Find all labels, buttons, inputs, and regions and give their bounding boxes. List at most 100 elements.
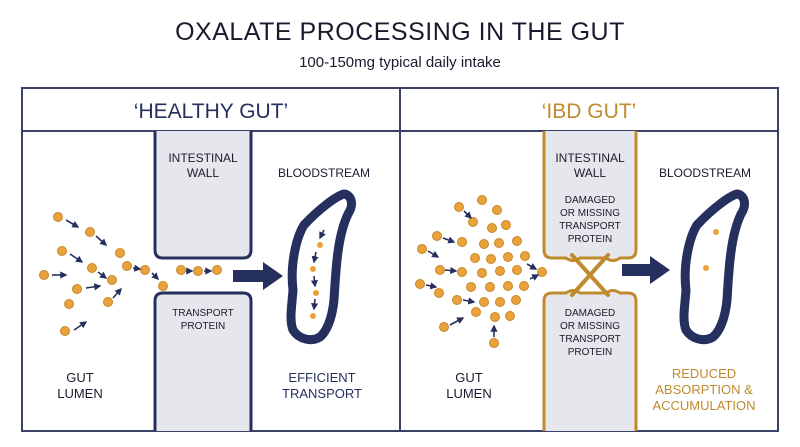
ibd-oxalate-particle xyxy=(479,239,489,249)
healthy-oxalate-particle xyxy=(158,281,168,291)
healthy-blood-label: BLOODSTREAM xyxy=(278,166,370,180)
ibd-oxalate-particle xyxy=(495,297,505,307)
ibd-damaged-top-3: TRANSPORT xyxy=(559,221,621,232)
healthy-oxalate-particle xyxy=(87,263,97,273)
healthy-oxalate-particle xyxy=(193,266,203,276)
ibd-result-label-2: ABSORPTION & xyxy=(655,382,753,397)
healthy-result-label-1: EFFICIENT xyxy=(288,370,355,385)
small-arrow xyxy=(132,264,142,272)
healthy-oxalate-particle xyxy=(103,297,113,307)
healthy-transport-label-2: PROTEIN xyxy=(181,321,225,332)
ibd-flow-arrow xyxy=(622,256,670,284)
ibd-oxalate-particle xyxy=(512,265,522,275)
ibd-damaged-top-2: OR MISSING xyxy=(560,208,620,219)
healthy-oxalate-particle xyxy=(176,265,186,275)
ibd-oxalate-particle xyxy=(490,312,500,322)
small-arrow xyxy=(526,263,538,270)
ibd-particles xyxy=(415,195,719,348)
blocked-x-icon xyxy=(570,253,610,297)
healthy-small-arrows xyxy=(52,219,326,331)
ibd-oxalate-particle xyxy=(501,220,511,230)
ibd-oxalate-particle xyxy=(519,281,529,291)
healthy-result-label-2: TRANSPORT xyxy=(282,386,362,401)
ibd-oxalate-particle xyxy=(485,282,495,292)
ibd-oxalate-particle xyxy=(457,237,467,247)
healthy-wall-upper xyxy=(153,131,253,260)
ibd-damaged-bottom-3: TRANSPORT xyxy=(559,334,621,345)
healthy-oxalate-particle xyxy=(115,248,125,258)
ibd-oxalate-particle xyxy=(503,252,513,262)
small-arrow xyxy=(310,275,319,288)
healthy-particles xyxy=(39,212,323,336)
ibd-lumen-label-1: GUT xyxy=(455,370,483,385)
ibd-oxalate-particle xyxy=(479,297,489,307)
small-arrow xyxy=(311,251,319,264)
ibd-blood-particle xyxy=(703,265,709,271)
ibd-damaged-top-4: PROTEIN xyxy=(568,234,612,245)
ibd-oxalate-particle xyxy=(477,195,487,205)
small-arrow xyxy=(463,210,473,220)
ibd-oxalate-particle xyxy=(454,202,464,212)
small-arrow xyxy=(73,321,88,331)
healthy-oxalate-particle xyxy=(60,326,70,336)
small-arrow xyxy=(449,317,465,326)
healthy-wall-lower xyxy=(153,291,253,431)
small-arrow xyxy=(85,283,102,291)
ibd-blood-vessel xyxy=(679,189,749,345)
healthy-blood-particle xyxy=(317,242,323,248)
healthy-oxalate-particle xyxy=(107,275,117,285)
healthy-oxalate-particle xyxy=(122,261,132,271)
ibd-damaged-bottom-1: DAMAGED xyxy=(565,308,616,319)
ibd-heading: ‘IBD GUT’ xyxy=(542,100,637,123)
small-arrow xyxy=(310,298,319,311)
small-arrow xyxy=(529,274,540,281)
ibd-oxalate-particle xyxy=(492,205,502,215)
ibd-oxalate-particle xyxy=(477,268,487,278)
small-arrow xyxy=(65,219,80,228)
healthy-blood-particle xyxy=(310,266,316,272)
ibd-oxalate-particle xyxy=(512,236,522,246)
healthy-oxalate-particle xyxy=(72,284,82,294)
ibd-result-label-3: ACCUMULATION xyxy=(652,398,755,413)
healthy-blood-vessel xyxy=(286,189,356,345)
small-arrow xyxy=(462,297,476,305)
ibd-oxalate-particle xyxy=(486,254,496,264)
diagram-subtitle: 100-150mg typical daily intake xyxy=(299,54,501,71)
ibd-oxalate-particle xyxy=(503,281,513,291)
ibd-result-label-1: REDUCED xyxy=(672,366,736,381)
ibd-lumen-label-2: LUMEN xyxy=(446,386,492,401)
ibd-oxalate-particle xyxy=(452,295,462,305)
ibd-damaged-bottom-2: OR MISSING xyxy=(560,321,620,332)
healthy-transport-label-1: TRANSPORT xyxy=(172,308,234,319)
ibd-oxalate-particle xyxy=(494,238,504,248)
small-arrow xyxy=(69,253,84,263)
small-arrow xyxy=(319,229,326,240)
healthy-oxalate-particle xyxy=(212,265,222,275)
small-arrow xyxy=(427,250,440,258)
ibd-wall-lower xyxy=(542,289,638,431)
healthy-flow-arrow xyxy=(233,262,283,290)
small-arrow xyxy=(444,266,458,275)
healthy-wall-label-1: INTESTINAL xyxy=(168,151,238,165)
ibd-oxalate-particle xyxy=(468,217,478,227)
small-arrow xyxy=(151,272,160,281)
ibd-oxalate-particle xyxy=(470,253,480,263)
ibd-oxalate-particle xyxy=(432,231,442,241)
ibd-oxalate-particle xyxy=(489,338,499,348)
small-arrow xyxy=(425,282,438,290)
healthy-lumen-label-2: LUMEN xyxy=(57,386,103,401)
healthy-oxalate-particle xyxy=(64,299,74,309)
ibd-oxalate-particle xyxy=(520,251,530,261)
ibd-oxalate-particle xyxy=(417,244,427,254)
ibd-oxalate-particle xyxy=(434,288,444,298)
small-arrow xyxy=(112,287,122,299)
diagram-title: OXALATE PROCESSING IN THE GUT xyxy=(175,18,625,46)
ibd-oxalate-particle xyxy=(511,295,521,305)
ibd-oxalate-particle xyxy=(435,265,445,275)
healthy-blood-particle xyxy=(313,290,319,296)
ibd-oxalate-particle xyxy=(471,307,481,317)
healthy-oxalate-particle xyxy=(39,270,49,280)
ibd-wall-upper xyxy=(542,131,638,262)
ibd-oxalate-particle xyxy=(537,267,547,277)
